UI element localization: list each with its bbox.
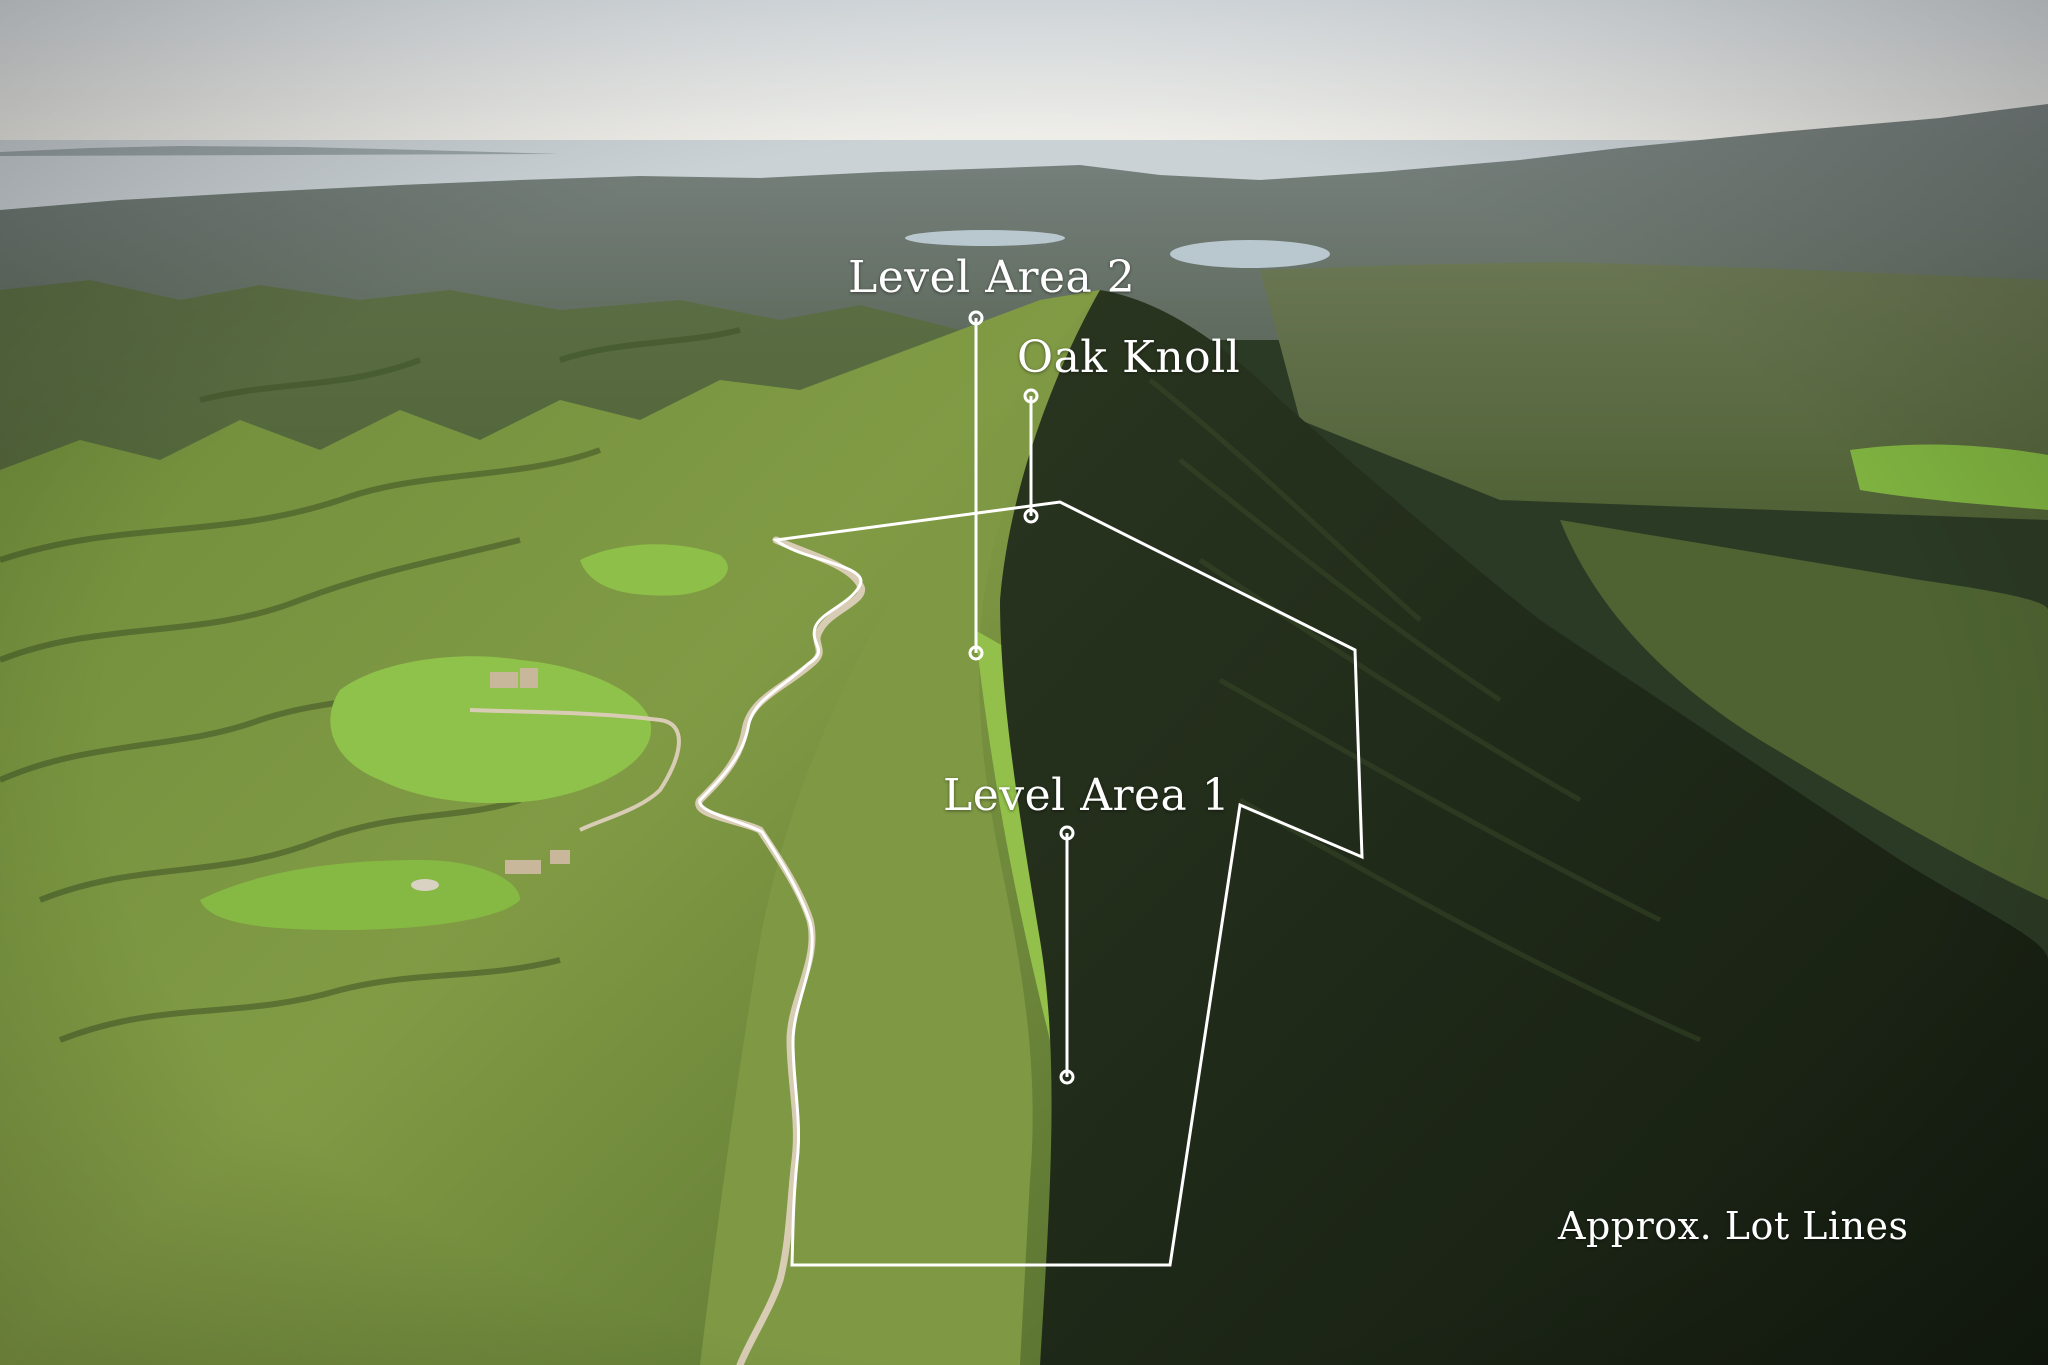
label-level-area-1: Level Area 1 bbox=[943, 770, 1231, 821]
label-approx-lot-lines: Approx. Lot Lines bbox=[1558, 1204, 1909, 1248]
label-oak-knoll: Oak Knoll bbox=[1017, 332, 1241, 383]
label-level-area-2: Level Area 2 bbox=[848, 252, 1136, 303]
